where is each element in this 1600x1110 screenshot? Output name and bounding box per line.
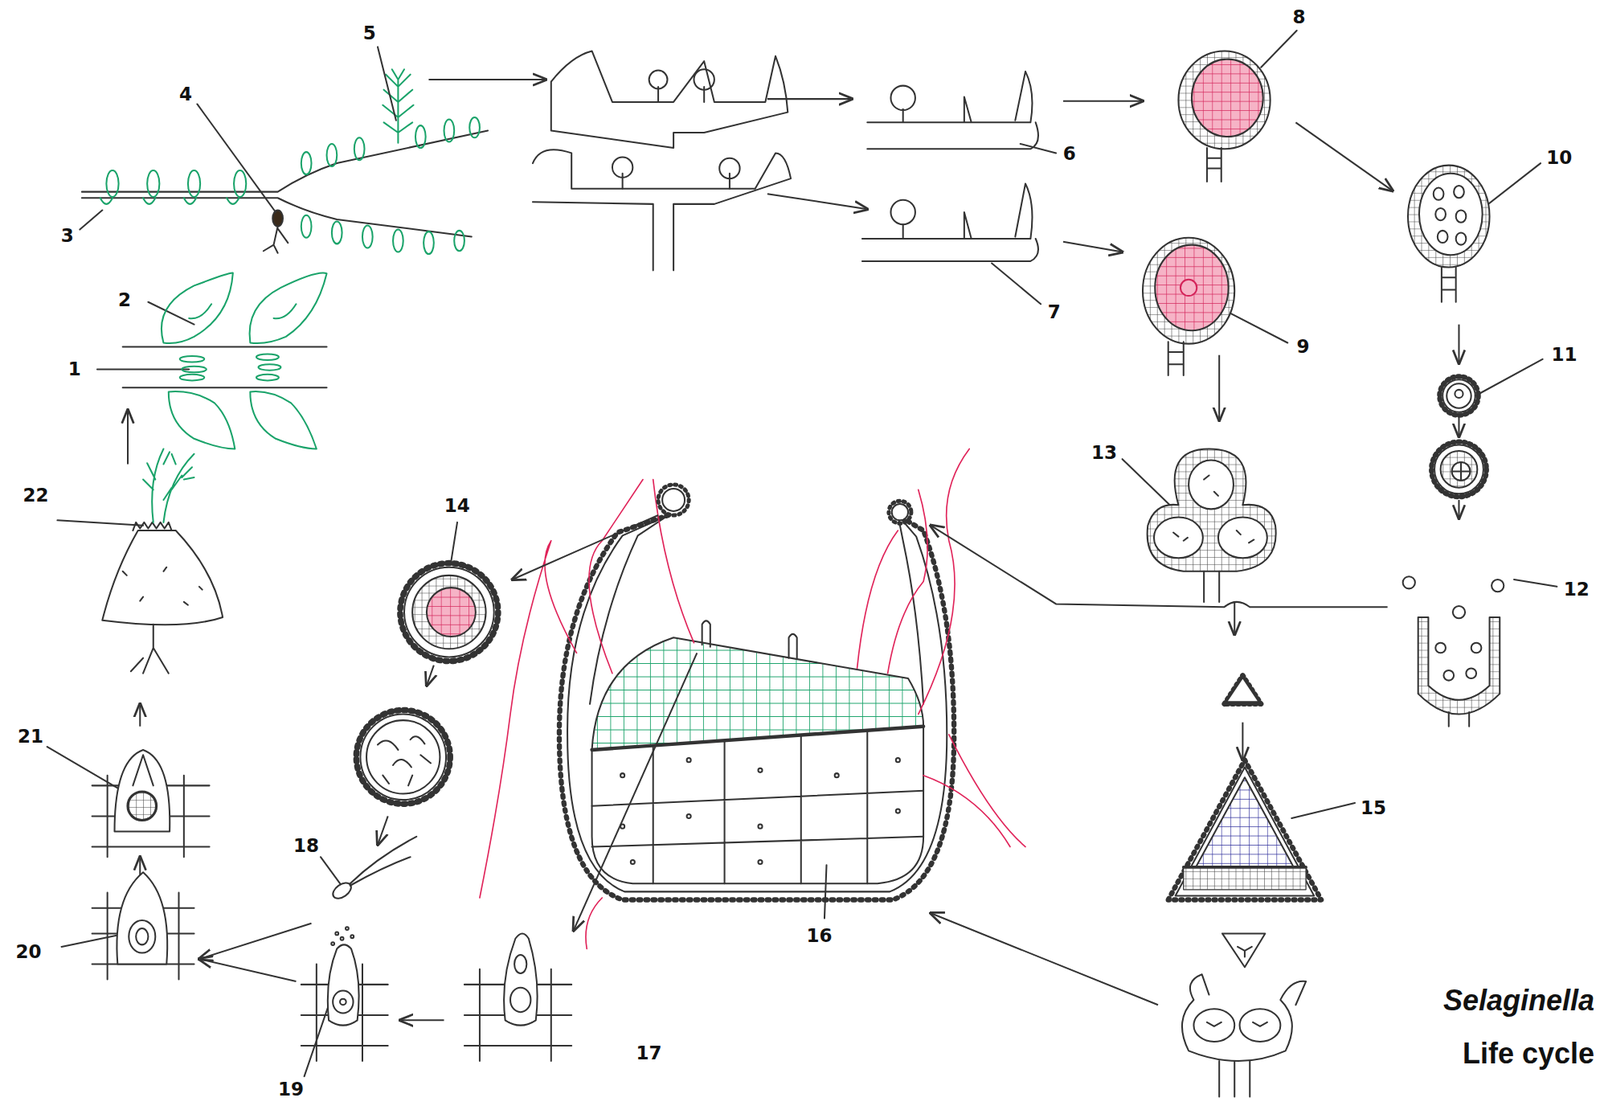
callout-number: 4	[179, 84, 193, 105]
callout-number: 20	[16, 941, 42, 962]
callout-number: 7	[1047, 302, 1061, 323]
callout-number: 10	[1546, 147, 1572, 168]
callout-number: 21	[17, 726, 44, 747]
callout-number: 14	[444, 495, 471, 516]
callout-number: 5	[363, 23, 377, 44]
callout-number: 15	[1360, 797, 1387, 819]
caption-text: Life cycle	[1462, 1036, 1595, 1070]
callout-number: 3	[61, 225, 74, 246]
callout-number: 11	[1551, 344, 1578, 365]
callout-number: 18	[293, 835, 320, 856]
callout-number: 19	[278, 1079, 304, 1100]
callout-number: 2	[118, 290, 131, 311]
callout-number: 13	[1091, 442, 1118, 463]
callout-number: 8	[1292, 7, 1306, 28]
callout-number: 6	[1063, 143, 1077, 164]
callout-number: 9	[1296, 336, 1310, 357]
callout-number: 12	[1563, 579, 1590, 600]
callout-number: 22	[22, 485, 49, 506]
callout-number: 17	[636, 1043, 663, 1064]
caption-text: Selaginella	[1443, 983, 1595, 1017]
callout-number: 1	[68, 359, 82, 380]
callout-number: 16	[806, 925, 833, 946]
